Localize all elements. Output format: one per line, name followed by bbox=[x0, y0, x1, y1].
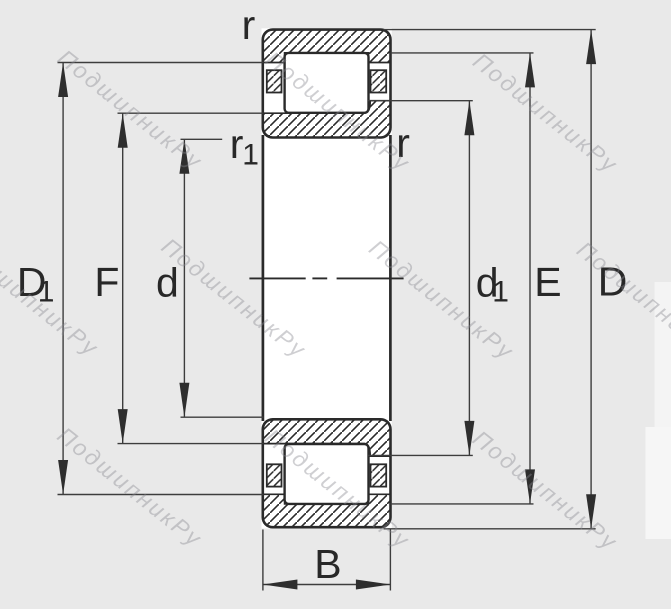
svg-text:F: F bbox=[94, 259, 119, 305]
svg-text:d: d bbox=[476, 260, 499, 306]
svg-text:d: d bbox=[156, 260, 179, 306]
svg-text:B: B bbox=[314, 541, 341, 587]
svg-text:D: D bbox=[598, 258, 628, 304]
svg-text:1: 1 bbox=[492, 275, 509, 308]
svg-text:E: E bbox=[534, 259, 561, 305]
svg-text:1: 1 bbox=[242, 138, 259, 171]
svg-text:D: D bbox=[17, 259, 47, 305]
svg-text:r: r bbox=[230, 121, 244, 167]
svg-text:r: r bbox=[242, 2, 256, 48]
svg-text:r: r bbox=[396, 120, 410, 166]
